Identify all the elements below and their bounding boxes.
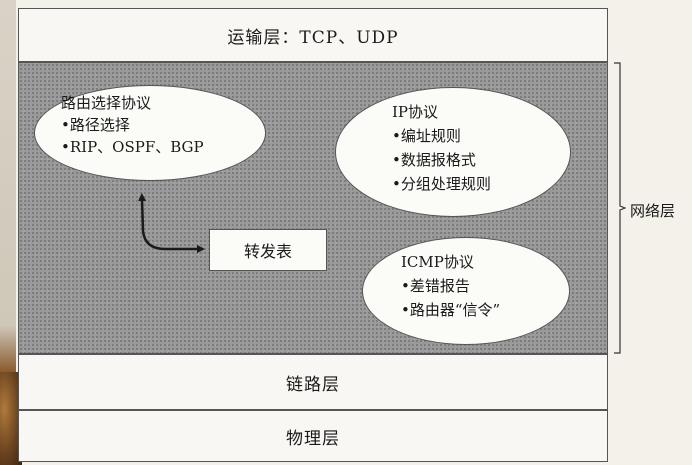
- routing-protocol-title: 路由选择协议: [61, 94, 152, 112]
- physical-layer-box: 物理层: [18, 410, 608, 462]
- routing-to-forwarding-arrow: [138, 193, 205, 253]
- forwarding-table-box: 转发表: [209, 229, 327, 271]
- ip-item-addressing: •编址规则: [392, 127, 461, 145]
- icmp-item-router-signaling: •路由器“信令”: [401, 301, 501, 319]
- icmp-protocol-ellipse: ICMP协议 •差错报告 •路由器“信令”: [362, 237, 570, 345]
- network-layer-box: 路由选择协议 •路径选择 •RIP、OSPF、BGP IP协议 •编址规则 •数…: [18, 62, 608, 354]
- routing-item-path-selection: •路径选择: [61, 116, 130, 134]
- transport-layer-label: 运输层：TCP、UDP: [227, 27, 399, 48]
- network-layer-label: 网络层: [630, 202, 676, 220]
- routing-protocol-ellipse: 路由选择协议 •路径选择 •RIP、OSPF、BGP: [34, 85, 266, 181]
- routing-item-protocols: •RIP、OSPF、BGP: [61, 138, 204, 156]
- photo-backdrop-corner: [0, 372, 22, 465]
- forwarding-table-label: 转发表: [243, 242, 292, 261]
- photo-backdrop: [0, 0, 16, 465]
- ip-protocol-ellipse: IP协议 •编址规则 •数据报格式 •分组处理规则: [335, 87, 571, 217]
- icmp-protocol-title: ICMP协议: [401, 253, 474, 271]
- link-layer-box: 链路层: [18, 354, 608, 410]
- network-layer-bracket: [614, 62, 626, 354]
- link-layer-label: 链路层: [286, 374, 340, 395]
- physical-layer-label: 物理层: [286, 428, 340, 449]
- ip-protocol-title: IP协议: [392, 103, 439, 121]
- ip-item-datagram-format: •数据报格式: [392, 151, 476, 169]
- transport-layer-box: 运输层：TCP、UDP: [18, 8, 608, 62]
- ip-item-packet-handling: •分组处理规则: [392, 175, 491, 193]
- icmp-item-error-report: •差错报告: [401, 277, 470, 295]
